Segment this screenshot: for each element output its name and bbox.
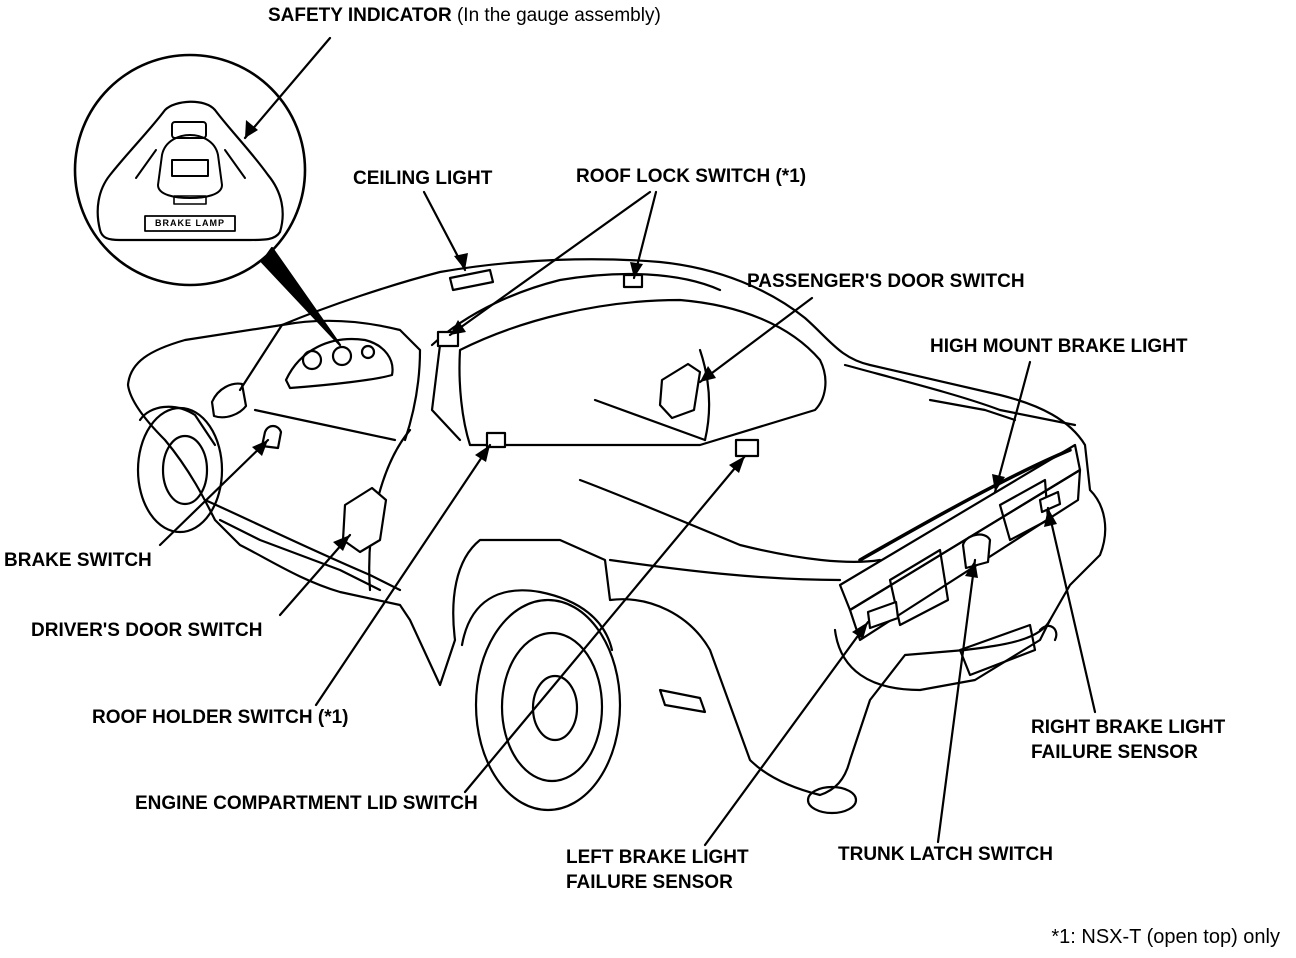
arrowhead-brake-switch [252, 440, 268, 456]
leader-engine-lid [463, 454, 747, 794]
footnote: *1: NSX-T (open top) only [1051, 926, 1280, 948]
right-sensor-part [1038, 490, 1062, 514]
leader-drivers-door [278, 533, 352, 617]
label-brake-switch: BRAKE SWITCH [4, 550, 152, 571]
leader-trunk-latch [936, 558, 977, 844]
exhaust-tip [806, 785, 858, 815]
leader-roof-holder [314, 443, 492, 707]
arrowhead-roof-holder [475, 445, 490, 462]
leader-brake-switch [158, 438, 270, 547]
tail-light-panel [838, 443, 1082, 612]
leader-right-sensor [1046, 506, 1097, 714]
rear-wheel [474, 598, 622, 812]
label-roof-holder-switch: ROOF HOLDER SWITCH (*1) [92, 707, 349, 728]
roof-lock-switch-right [622, 273, 644, 289]
left-sensor-line1: LEFT BRAKE LIGHT [566, 847, 749, 868]
arrowhead-passengers [700, 366, 716, 382]
left-sensor-line2: FAILURE SENSOR [566, 872, 733, 893]
rear-glass [458, 298, 827, 447]
leader-high-mount-brake [993, 360, 1032, 494]
safety-indicator-text: SAFETY INDICATOR [268, 5, 452, 26]
arrowhead-left-sensor [852, 622, 868, 639]
safety-indicator-note: (In the gauge assembly) [456, 5, 661, 26]
label-safety-indicator: SAFETY INDICATOR (In the gauge assembly) [268, 3, 661, 28]
arrowhead-roof-lock-right [630, 262, 643, 278]
arrowhead-safety [245, 120, 258, 138]
passengers-door-switch-part [658, 362, 702, 420]
label-engine-compartment-lid-switch: ENGINE COMPARTMENT LID SWITCH [135, 793, 478, 814]
arrowhead-trunk [965, 560, 978, 578]
high-mount-brake-light-strip [858, 448, 1072, 562]
arrowhead-roof-lock-left [450, 320, 466, 335]
left-sensor-part [866, 600, 900, 630]
engine-lid-switch-part [734, 438, 760, 458]
ceiling-light [448, 268, 495, 292]
front-wheel [136, 406, 224, 534]
dashboard [284, 338, 394, 390]
right-sensor-line2: FAILURE SENSOR [1031, 742, 1198, 763]
drivers-door-switch-part [341, 486, 388, 554]
side-mirror [210, 382, 248, 419]
rear-wheel-hub [500, 631, 604, 783]
trunk-latch-switch-part [961, 533, 992, 570]
roof-lock-switch-left [436, 330, 460, 348]
label-right-brake-light-sensor: RIGHT BRAKE LIGHT FAILURE SENSOR [1031, 715, 1225, 765]
brake-switch-part [260, 424, 283, 450]
leader-passengers-door [698, 296, 814, 384]
front-wheel-hub [161, 434, 209, 506]
arrowhead-ceiling [454, 253, 468, 270]
car-body-outline [126, 258, 1107, 797]
leader-left-sensor [703, 620, 870, 847]
label-high-mount-brake-light: HIGH MOUNT BRAKE LIGHT [930, 336, 1188, 357]
label-ceiling-light: CEILING LIGHT [353, 168, 493, 189]
label-trunk-latch-switch: TRUNK LATCH SWITCH [838, 844, 1053, 865]
brake-lamp-panel [144, 215, 236, 232]
arrowhead-drivers [333, 535, 350, 551]
arrowhead-high-mount [992, 474, 1005, 492]
leader-roof-lock-left [448, 190, 652, 337]
label-drivers-door-switch: DRIVER'S DOOR SWITCH [31, 620, 263, 641]
arrowhead-engine [729, 456, 745, 473]
roof-holder-switch-part [485, 431, 507, 449]
label-left-brake-light-sensor: LEFT BRAKE LIGHT FAILURE SENSOR [566, 845, 749, 895]
leader-safety-indicator [243, 36, 332, 140]
side-marker [658, 688, 707, 714]
safety-indicator-magnifier [73, 53, 307, 287]
brake-lamp-label: BRAKE LAMP [155, 218, 225, 228]
magnifier-pointer [260, 246, 342, 347]
right-sensor-line1: RIGHT BRAKE LIGHT [1031, 717, 1226, 738]
label-roof-lock-switch: ROOF LOCK SWITCH (*1) [576, 166, 807, 187]
arrowhead-right-sensor [1044, 508, 1057, 527]
gauge-assembly-outline [96, 100, 284, 242]
label-passengers-door-switch: PASSENGER'S DOOR SWITCH [747, 271, 1025, 292]
indicator-car-icon [157, 134, 223, 199]
